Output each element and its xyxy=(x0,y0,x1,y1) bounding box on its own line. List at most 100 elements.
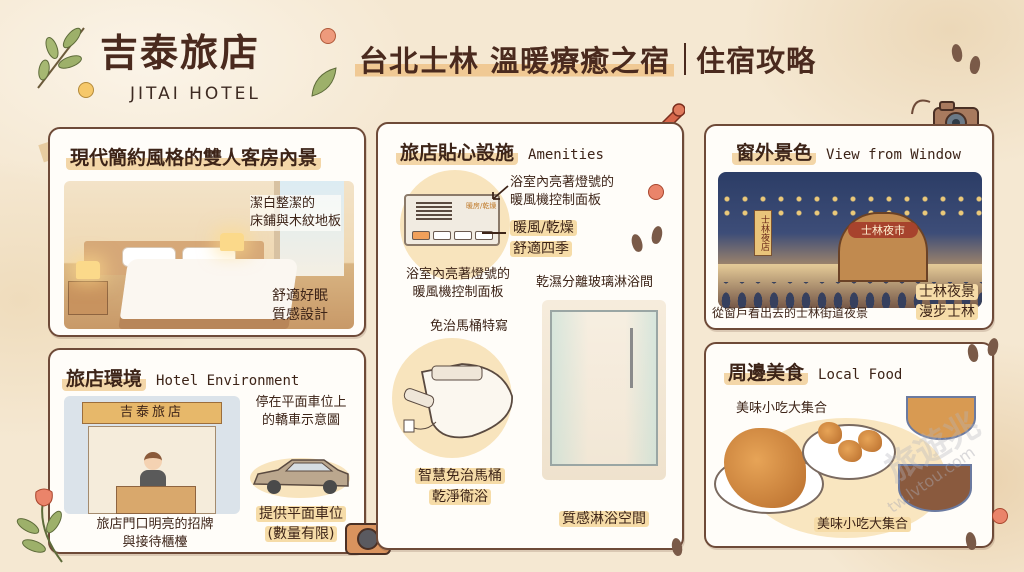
panel-button-vent xyxy=(454,231,472,240)
room-title-text: 現代簡約風格的雙人客房內景 xyxy=(66,143,322,170)
view-card: 窗外景色 View from Window 士林夜店 士林夜市 從窗戶看出去的士… xyxy=(704,124,994,330)
receptionist-illustration xyxy=(140,452,166,488)
headline-divider xyxy=(684,43,687,75)
panel-feature-line: 暖風/乾燥 xyxy=(510,220,577,236)
panel-buttons xyxy=(412,231,493,240)
panel-button-dry xyxy=(433,231,451,240)
fried-snack-icon xyxy=(818,422,842,444)
front-caption-line: 旅店門口明亮的招牌 xyxy=(96,517,214,532)
lamp-icon xyxy=(76,261,100,279)
food-card-title: 周邊美食 Local Food xyxy=(724,358,902,385)
room-caption-line: 舒適好眠 xyxy=(272,288,328,304)
lamp-icon xyxy=(220,233,244,251)
car-caption: 停在平面車位上 的轎車示意圖 xyxy=(246,394,356,430)
view-card-title: 窗外景色 View from Window xyxy=(732,138,961,165)
arrow-icon xyxy=(482,232,506,234)
soup-bowl-icon xyxy=(906,396,976,440)
reception-desk-illustration xyxy=(116,486,196,514)
toilet-caption-line: 乾淨衛浴 xyxy=(429,489,491,505)
page-headline: 台北士林 溫暖療癒之宿 住宿攻略 xyxy=(355,38,816,80)
panel-note-line: 暖風機控制面板 xyxy=(510,193,602,208)
food-note-text: 美味小吃大集合 xyxy=(814,517,912,532)
nightstand-illustration xyxy=(68,281,108,315)
front-caption: 旅店門口明亮的招牌 與接待櫃檯 xyxy=(60,516,250,552)
environment-card-title: 旅店環境 Hotel Environment xyxy=(62,364,299,391)
environment-card: 旅店環境 Hotel Environment 吉泰旅店 旅店門口明亮的招牌 與接… xyxy=(48,348,366,554)
flower-icon xyxy=(78,82,94,98)
vertical-sign: 士林夜店 xyxy=(754,210,772,256)
car-caption-line: 停在平面車位上 xyxy=(255,395,347,410)
headline-subtitle: 住宿攻略 xyxy=(696,44,817,78)
shower-caption-text: 質感淋浴空間 xyxy=(559,511,649,527)
view-tag-line: 士林夜景 xyxy=(916,284,978,300)
smart-toilet-icon xyxy=(403,363,513,439)
food-note-bottom: 美味小吃大集合 xyxy=(814,516,912,534)
food-title-cn: 周邊美食 xyxy=(724,358,809,385)
parking-note: 提供平面車位 (數量有限) xyxy=(246,504,356,544)
flower-icon xyxy=(992,508,1008,524)
room-caption-line: 質感設計 xyxy=(272,307,328,323)
panel-feature: 暖風/乾燥 舒適四季 xyxy=(510,218,577,260)
room-caption-line: 潔白整潔的 xyxy=(250,196,316,211)
leaf-icon xyxy=(311,67,337,97)
hotel-sign: 吉泰旅店 xyxy=(82,402,222,424)
market-gate: 士林夜市 xyxy=(838,212,928,282)
flower-branch-icon xyxy=(16,488,63,563)
room-card-title: 現代簡約風格的雙人客房內景 xyxy=(66,143,322,170)
shower-note: 乾濕分離玻璃淋浴間 xyxy=(536,275,654,290)
food-title-en: Local Food xyxy=(818,367,903,383)
panel-caption-line: 浴室內亮著燈號的 xyxy=(405,267,510,282)
view-tag-line: 漫步士林 xyxy=(916,304,978,320)
leaf-branch-icon xyxy=(37,27,85,89)
shower-caption: 質感淋浴空間 xyxy=(542,510,666,528)
food-note-top: 美味小吃大集合 xyxy=(736,401,828,416)
car-caption-line: 的轎車示意圖 xyxy=(261,413,340,428)
toilet-caption-line: 智慧免治馬桶 xyxy=(415,468,505,484)
fried-snack-icon xyxy=(838,440,862,462)
panel-button-heat xyxy=(412,231,430,240)
room-caption-line: 床鋪與木紋地板 xyxy=(250,214,342,229)
braised-pork-rice-icon xyxy=(898,464,972,512)
panel-caption-line: 暖風機控制面板 xyxy=(412,285,504,300)
car-icon xyxy=(250,458,350,498)
view-title-en: View from Window xyxy=(826,147,961,163)
panel-note: 浴室內亮著燈號的 暖風機控制面板 xyxy=(510,174,614,210)
flower-icon xyxy=(320,28,336,44)
room-card: 現代簡約風格的雙人客房內景 潔白整潔的 床鋪與木紋地板 舒適好眠 質感設計 xyxy=(48,127,366,337)
shower-illustration xyxy=(542,300,666,480)
front-caption-line: 與接待櫃檯 xyxy=(122,535,188,550)
food-card: 周邊美食 Local Food 美味小吃大集合 美味小吃大集合 xyxy=(704,342,994,548)
brand-name-en: JITAI HOTEL xyxy=(130,84,261,104)
toilet-note: 免治馬桶特寫 xyxy=(430,319,509,334)
panel-display: 暖房/乾燥 xyxy=(466,202,497,210)
panel-button-cool xyxy=(475,231,493,240)
hotel-front-illustration: 吉泰旅店 xyxy=(64,396,240,514)
headline-highlight: 台北士林 溫暖療癒之宿 xyxy=(355,38,675,80)
view-tags: 士林夜景 漫步士林 xyxy=(906,282,978,322)
parking-line: (數量有限) xyxy=(264,526,338,542)
shower-head-icon xyxy=(630,328,633,388)
amenities-title-en: Amenities xyxy=(528,147,604,163)
view-caption: 從窗戶看出去的士林街道夜景 xyxy=(712,306,869,320)
panel-caption: 浴室內亮著燈號的 暖風機控制面板 xyxy=(388,266,528,302)
arrow-icon xyxy=(492,185,509,200)
flower-icon xyxy=(648,184,664,200)
toilet-caption: 智慧免治馬桶 乾淨衛浴 xyxy=(400,466,520,508)
heater-control-panel: 暖房/乾燥 xyxy=(404,194,500,246)
amenities-card-title: 旅店貼心設施 Amenities xyxy=(396,138,604,165)
room-caption-bed: 潔白整潔的 床鋪與木紋地板 xyxy=(250,195,342,231)
environment-title-cn: 旅店環境 xyxy=(62,364,147,391)
glass-enclosure xyxy=(550,310,658,466)
amenities-card: 旅店貼心設施 Amenities 暖房/乾燥 浴室內亮著燈號的 暖風機控制面板 … xyxy=(376,122,684,550)
vent-illustration xyxy=(416,202,452,220)
environment-title-en: Hotel Environment xyxy=(156,373,300,389)
panel-feature-line: 舒適四季 xyxy=(510,241,572,257)
parking-line: 提供平面車位 xyxy=(256,506,346,522)
panel-note-line: 浴室內亮著燈號的 xyxy=(510,175,615,190)
view-title-cn: 窗外景色 xyxy=(732,138,817,165)
fried-chicken-icon xyxy=(724,428,806,508)
amenities-title-cn: 旅店貼心設施 xyxy=(396,138,519,165)
brand-name-cn: 吉泰旅店 xyxy=(100,31,261,75)
gate-sign: 士林夜市 xyxy=(848,222,918,238)
fried-snack-icon xyxy=(858,430,882,452)
